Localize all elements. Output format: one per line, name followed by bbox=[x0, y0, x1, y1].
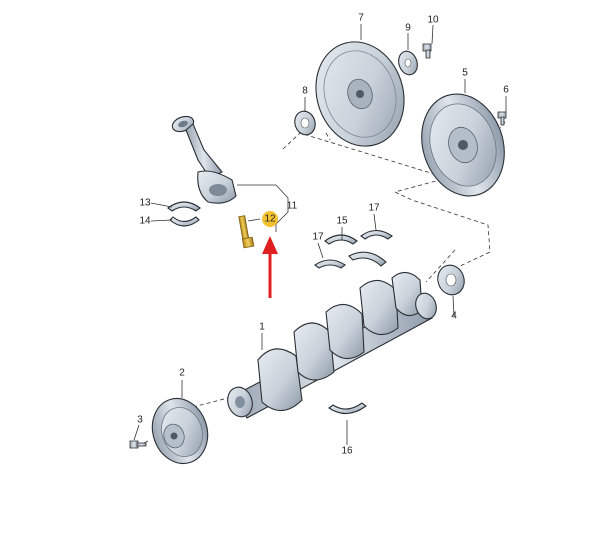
callout-12: 12 bbox=[264, 214, 276, 225]
connecting-rod bbox=[171, 115, 237, 204]
callout-15: 15 bbox=[336, 216, 348, 227]
spacer-washer bbox=[398, 50, 418, 76]
callout-1: 1 bbox=[259, 322, 265, 333]
callout-labels: 1 2 3 4 5 6 7 8 9 10 11 12 13 14 15 16 1… bbox=[137, 13, 509, 457]
dual-mass-flywheel bbox=[421, 93, 505, 197]
pulley-bolt bbox=[129, 440, 147, 449]
leader-lines bbox=[133, 24, 507, 445]
callout-7: 7 bbox=[358, 13, 364, 24]
main-bearing-shells bbox=[314, 229, 393, 269]
crankshaft bbox=[227, 271, 437, 419]
lower-bearing-shell bbox=[328, 402, 367, 415]
callout-2: 2 bbox=[179, 368, 185, 379]
callout-13: 13 bbox=[139, 198, 151, 209]
callout-14: 14 bbox=[139, 216, 151, 227]
callout-3: 3 bbox=[137, 415, 143, 426]
conrod-group-bracket bbox=[237, 184, 289, 232]
callout-11: 11 bbox=[287, 201, 298, 212]
callout-4: 4 bbox=[451, 311, 457, 322]
callout-17-left: 17 bbox=[312, 232, 324, 243]
conrod-bearing-shells bbox=[167, 201, 201, 227]
callout-17-right: 17 bbox=[368, 203, 380, 214]
dual-mass-flywheel-bolt bbox=[497, 111, 507, 126]
callout-10: 10 bbox=[427, 15, 439, 26]
part-12-highlight-badge bbox=[262, 211, 278, 227]
crankshaft-pulley bbox=[151, 397, 209, 465]
flywheel-washer bbox=[294, 110, 316, 136]
flywheel bbox=[315, 41, 405, 147]
callout-6: 6 bbox=[503, 85, 509, 96]
indicator-arrow bbox=[262, 236, 278, 298]
callout-9: 9 bbox=[405, 23, 411, 34]
callout-5: 5 bbox=[462, 68, 468, 79]
conrod-bolt bbox=[238, 215, 255, 249]
flywheel-bolt bbox=[422, 43, 432, 59]
callout-16: 16 bbox=[341, 446, 353, 457]
callout-8: 8 bbox=[302, 86, 308, 97]
thrust-washer bbox=[437, 264, 465, 296]
